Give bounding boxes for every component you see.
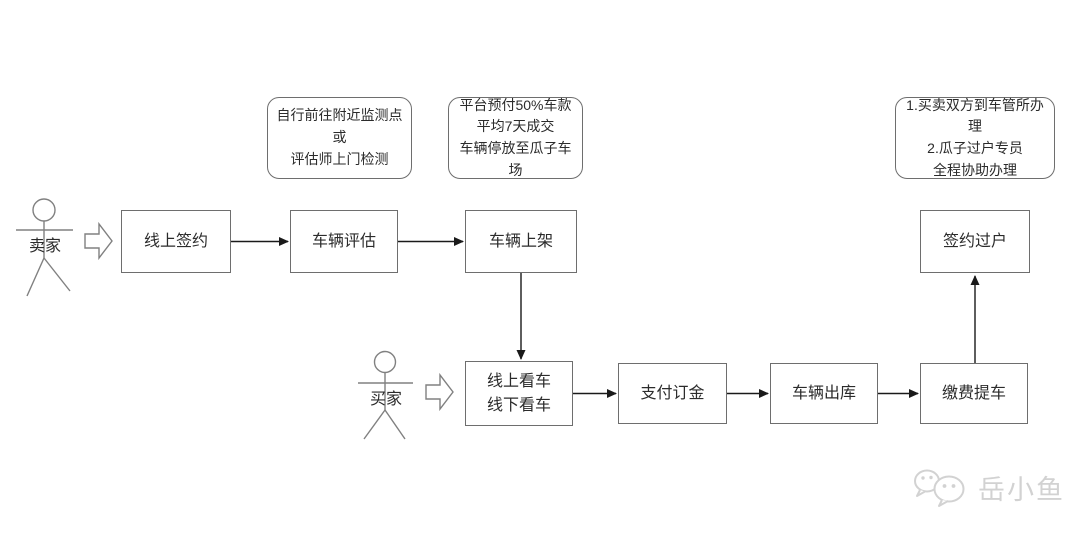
- wechat-icon: [914, 469, 965, 507]
- block-arrow-icon: [84, 221, 113, 261]
- flow-node-view-car: 线上看车 线下看车: [465, 361, 573, 426]
- person-icon: [16, 198, 73, 297]
- flow-node-sign-transfer: 签约过户: [920, 210, 1030, 273]
- seller-label: 卖家: [28, 238, 61, 255]
- flow-node-vehicle-listing: 车辆上架: [465, 210, 577, 273]
- annotation-transfer-help: 1.买卖双方到车管所办理 2.瓜子过户专员 全程协助办理: [895, 97, 1055, 179]
- annotation-platform-prepay: 平台预付50%车款 平均7天成交 车辆停放至瓜子车场: [448, 97, 583, 179]
- buyer-label: 买家: [369, 391, 402, 408]
- flow-node-pay-pickup: 缴费提车: [920, 363, 1028, 424]
- seller-actor: 卖家: [14, 196, 76, 304]
- flow-node-pay-deposit: 支付订金: [618, 363, 727, 424]
- flow-node-vehicle-evaluation: 车辆评估: [290, 210, 398, 273]
- watermark: 岳小鱼: [912, 466, 1065, 508]
- watermark-text: 岳小鱼: [978, 474, 1065, 505]
- block-arrow-icon: [425, 372, 454, 412]
- person-icon: [358, 350, 413, 440]
- annotation-inspection-options: 自行前往附近监测点 或 评估师上门检测: [267, 97, 412, 179]
- buyer-actor: 买家: [355, 349, 417, 457]
- flow-node-sign-online: 线上签约: [121, 210, 231, 273]
- flow-node-vehicle-outbound: 车辆出库: [770, 363, 878, 424]
